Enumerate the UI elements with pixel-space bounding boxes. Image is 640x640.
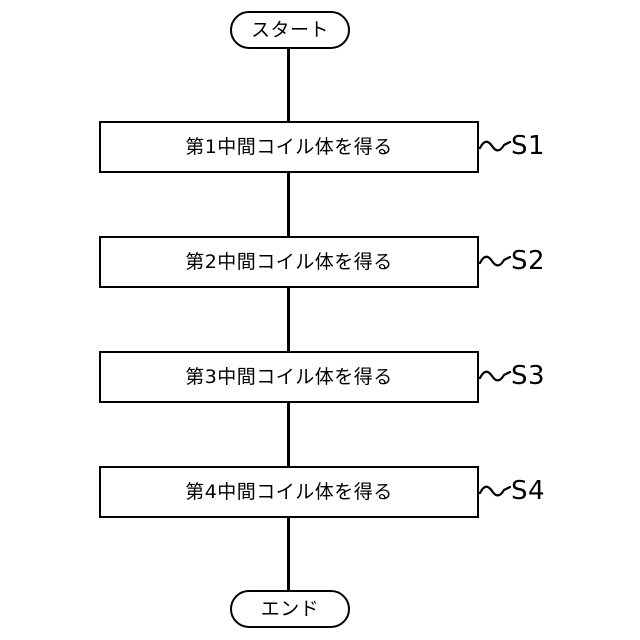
process-box-s2-label: 第2中間コイル体を得る: [185, 250, 393, 273]
connector-s2-to-s3: [287, 287, 290, 353]
end-node-label: エンド: [260, 597, 320, 620]
process-box-s3: 第3中間コイル体を得る: [99, 351, 479, 403]
connector-s1-to-s2: [287, 172, 290, 237]
wavy-leader-icon: [479, 481, 511, 503]
step-label-s4: S4: [511, 476, 546, 506]
connector-s4-to-end: [287, 517, 290, 592]
start-node: スタート: [230, 11, 350, 49]
wavy-leader-icon: [479, 366, 511, 388]
process-box-s4: 第4中間コイル体を得る: [99, 466, 479, 518]
step-label-s2: S2: [511, 246, 546, 276]
wavy-leader-icon: [479, 251, 511, 273]
step-label-s3: S3: [511, 361, 546, 391]
process-box-s4-label: 第4中間コイル体を得る: [185, 480, 393, 503]
start-node-label: スタート: [250, 18, 329, 41]
wavy-leader-icon: [479, 136, 511, 158]
connector-s3-to-s4: [287, 402, 290, 468]
connector-start-to-s1: [287, 47, 290, 123]
end-node: エンド: [230, 590, 350, 628]
process-box-s3-label: 第3中間コイル体を得る: [185, 365, 393, 388]
process-box-s1-label: 第1中間コイル体を得る: [185, 135, 393, 158]
process-box-s2: 第2中間コイル体を得る: [99, 236, 479, 288]
process-box-s1: 第1中間コイル体を得る: [99, 121, 479, 173]
step-label-s1: S1: [511, 131, 546, 161]
